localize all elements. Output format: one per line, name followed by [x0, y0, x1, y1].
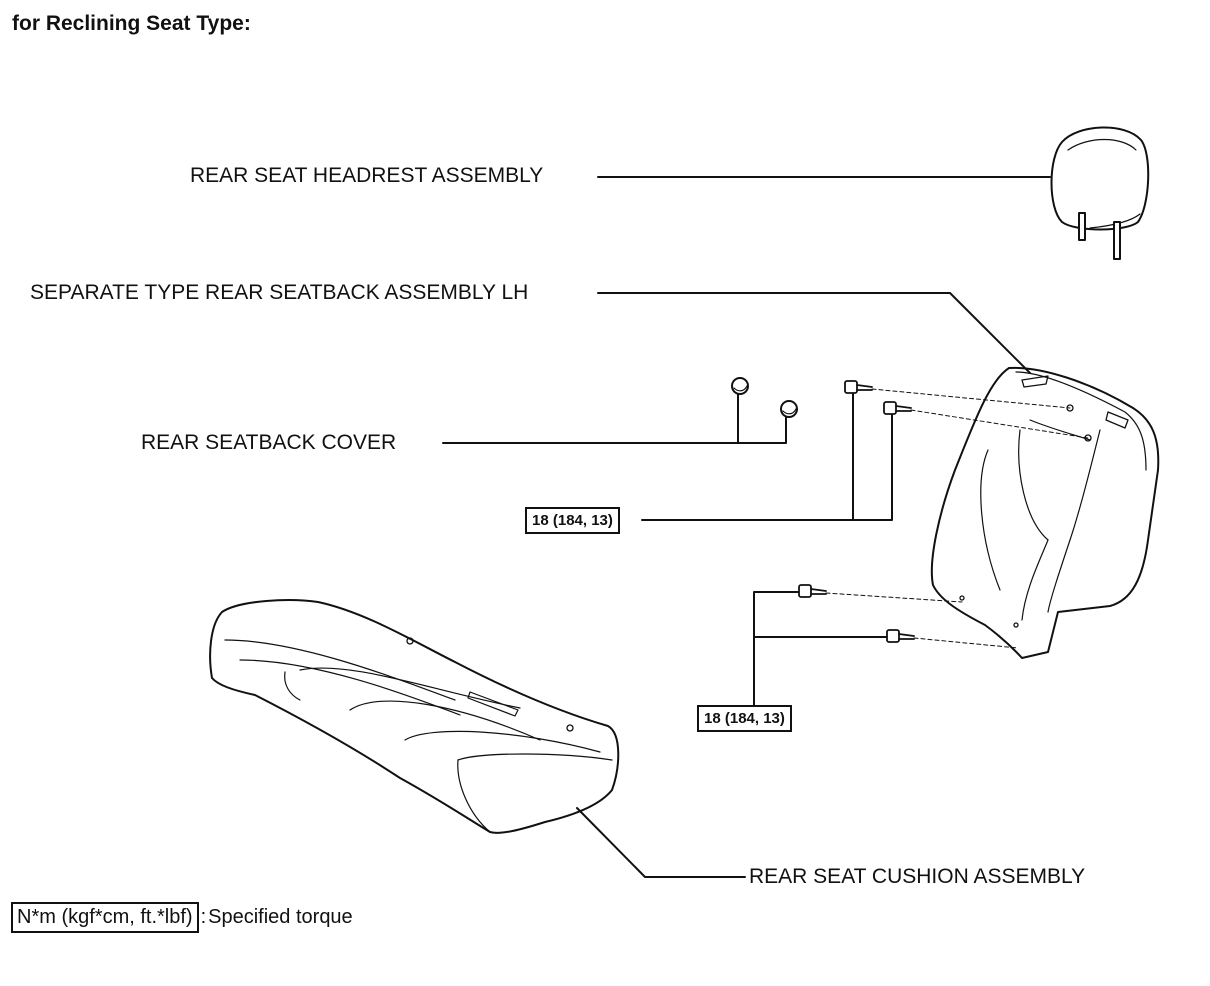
alignment-dashes — [825, 388, 1089, 649]
bolt-upper-2 — [883, 401, 912, 415]
seatback-cover-clips — [731, 377, 798, 418]
bolt-lower-2 — [886, 629, 915, 643]
bolt-upper-1 — [844, 380, 873, 394]
torque-legend: N*m (kgf*cm, ft.*lbf) : Specified torque — [11, 902, 353, 933]
torque-box-upper: 18 (184, 13) — [525, 507, 620, 534]
legend-separator: : — [200, 906, 207, 928]
label-rear-seatback-cover: REAR SEATBACK COVER — [141, 431, 397, 454]
seatback-illustration — [930, 366, 1160, 659]
headrest-illustration — [1050, 126, 1150, 260]
seat-cushion-illustration — [209, 599, 620, 834]
legend-text: Specified torque — [208, 906, 353, 928]
bolt-lower-1 — [798, 584, 827, 598]
legend-unit-box: N*m (kgf*cm, ft.*lbf) — [11, 902, 199, 933]
label-separate-type-rear-seatback-assembly-lh: SEPARATE TYPE REAR SEATBACK ASSEMBLY LH — [30, 281, 529, 304]
torque-box-lower: 18 (184, 13) — [697, 705, 792, 732]
diagram-heading: for Reclining Seat Type: — [12, 12, 251, 35]
leader-lines — [442, 176, 1051, 878]
bolts — [798, 380, 915, 643]
label-rear-seat-cushion-assembly: REAR SEAT CUSHION ASSEMBLY — [749, 865, 1086, 888]
label-rear-seat-headrest-assembly: REAR SEAT HEADREST ASSEMBLY — [190, 164, 544, 187]
